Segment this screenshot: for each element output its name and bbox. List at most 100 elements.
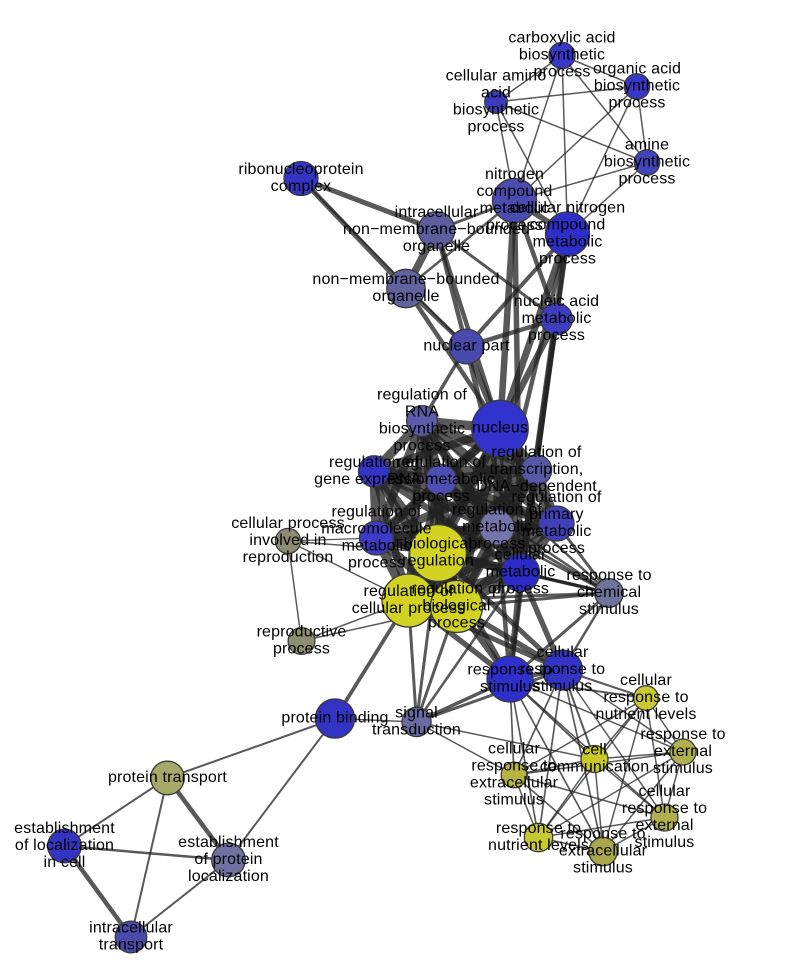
svg-text:amine: amine xyxy=(625,136,669,153)
svg-text:cellular: cellular xyxy=(495,546,547,563)
svg-text:process: process xyxy=(393,438,450,455)
svg-text:establishment: establishment xyxy=(178,834,279,851)
svg-text:nucleic acid: nucleic acid xyxy=(514,293,599,310)
svg-text:localization: localization xyxy=(188,868,269,885)
svg-text:regulation of: regulation of xyxy=(396,454,486,471)
svg-text:cellular process: cellular process xyxy=(231,515,345,532)
svg-text:cellular: cellular xyxy=(620,672,672,689)
svg-text:process: process xyxy=(528,327,585,344)
svg-text:process: process xyxy=(533,64,590,81)
svg-text:process: process xyxy=(412,488,469,505)
svg-text:regulation of: regulation of xyxy=(331,503,421,520)
svg-text:stimulus: stimulus xyxy=(579,601,639,618)
svg-text:cellular amino: cellular amino xyxy=(446,67,547,84)
svg-text:reproductive: reproductive xyxy=(257,624,347,641)
svg-text:response to: response to xyxy=(471,758,556,775)
svg-text:cellular: cellular xyxy=(537,644,589,661)
svg-text:regulation of: regulation of xyxy=(491,444,581,461)
svg-text:chemical: chemical xyxy=(577,584,641,601)
svg-text:cellular: cellular xyxy=(639,783,691,800)
svg-text:gene expression: gene expression xyxy=(314,471,434,488)
svg-text:compound: compound xyxy=(477,183,553,200)
svg-text:reproduction: reproduction xyxy=(243,549,334,566)
svg-text:regulation of: regulation of xyxy=(511,489,601,506)
svg-text:RNA: RNA xyxy=(405,403,439,420)
svg-text:intracellular: intracellular xyxy=(395,204,479,221)
svg-text:DNA−dependent: DNA−dependent xyxy=(476,478,597,495)
svg-text:organelle: organelle xyxy=(372,288,439,305)
svg-text:external: external xyxy=(654,743,712,760)
svg-text:response to: response to xyxy=(566,567,651,584)
svg-text:cellular process: cellular process xyxy=(352,600,466,617)
svg-text:primary: primary xyxy=(529,506,583,523)
svg-text:metabolic: metabolic xyxy=(533,234,603,251)
svg-text:regulation: regulation xyxy=(402,553,474,570)
svg-text:regulation of: regulation of xyxy=(452,501,542,518)
svg-text:metabolic: metabolic xyxy=(480,200,550,217)
svg-text:complex: complex xyxy=(271,178,332,195)
svg-text:RNA metabolic: RNA metabolic xyxy=(387,471,495,488)
svg-text:involved in: involved in xyxy=(249,532,326,549)
svg-text:regulation of: regulation of xyxy=(329,454,419,471)
svg-text:process: process xyxy=(539,251,596,268)
svg-text:acid: acid xyxy=(481,85,511,102)
svg-text:process: process xyxy=(468,536,525,553)
svg-text:biological: biological xyxy=(404,536,472,553)
svg-text:protein transport: protein transport xyxy=(108,769,227,786)
svg-text:organic acid: organic acid xyxy=(593,60,681,77)
svg-text:response to: response to xyxy=(603,689,688,706)
svg-text:stimulus: stimulus xyxy=(653,760,713,777)
svg-text:regulation of: regulation of xyxy=(377,386,467,403)
svg-text:response to: response to xyxy=(640,726,725,743)
svg-text:biosynthetic: biosynthetic xyxy=(379,421,465,438)
svg-text:protein binding: protein binding xyxy=(281,710,388,727)
svg-text:nucleus: nucleus xyxy=(472,420,528,437)
svg-text:biosynthetic: biosynthetic xyxy=(604,154,690,171)
svg-text:biological: biological xyxy=(422,598,490,615)
svg-text:transduction: transduction xyxy=(372,722,461,739)
svg-text:of localization: of localization xyxy=(15,837,114,854)
svg-text:process: process xyxy=(467,119,524,136)
svg-text:process: process xyxy=(428,615,485,632)
svg-text:non−membrane−bounded: non−membrane−bounded xyxy=(312,271,499,288)
svg-text:stimulus: stimulus xyxy=(635,834,695,851)
svg-text:response to: response to xyxy=(622,800,707,817)
svg-text:stimulus: stimulus xyxy=(573,860,633,877)
svg-text:extracellular: extracellular xyxy=(559,843,648,860)
svg-text:response to: response to xyxy=(496,820,581,837)
svg-text:response to: response to xyxy=(467,662,552,679)
svg-text:transport: transport xyxy=(99,937,164,954)
svg-text:stimulus: stimulus xyxy=(533,678,593,695)
svg-text:in cell: in cell xyxy=(44,854,86,871)
svg-text:process: process xyxy=(618,171,675,188)
svg-text:process: process xyxy=(273,641,330,658)
svg-text:ribonucleoprotein: ribonucleoprotein xyxy=(238,161,363,178)
svg-text:non−membrane−bounded: non−membrane−bounded xyxy=(343,221,530,238)
svg-text:cellular nitrogen: cellular nitrogen xyxy=(510,199,626,216)
svg-text:metabolic: metabolic xyxy=(342,538,412,555)
svg-text:metabolic: metabolic xyxy=(462,519,532,536)
svg-text:biosynthetic: biosynthetic xyxy=(519,47,605,64)
svg-text:process: process xyxy=(348,555,405,572)
svg-text:of protein: of protein xyxy=(194,851,262,868)
svg-text:cellular: cellular xyxy=(488,740,540,757)
svg-text:signal: signal xyxy=(395,705,438,722)
svg-text:process: process xyxy=(492,581,549,598)
svg-text:metabolic: metabolic xyxy=(486,564,556,581)
svg-text:process: process xyxy=(528,540,585,557)
svg-text:biosynthetic: biosynthetic xyxy=(594,78,680,95)
svg-text:organelle: organelle xyxy=(403,238,470,255)
svg-text:macromolecule: macromolecule xyxy=(321,521,431,538)
svg-text:biosynthetic: biosynthetic xyxy=(453,102,539,119)
svg-text:nuclear part: nuclear part xyxy=(423,338,510,355)
svg-text:transcription,: transcription, xyxy=(490,461,584,478)
svg-text:communication: communication xyxy=(540,759,650,776)
svg-text:stimulus: stimulus xyxy=(484,792,544,809)
svg-text:metabolic: metabolic xyxy=(522,523,592,540)
svg-text:carboxylic acid: carboxylic acid xyxy=(508,29,615,46)
svg-text:external: external xyxy=(635,817,693,834)
svg-text:process: process xyxy=(608,95,665,112)
svg-text:cell: cell xyxy=(582,742,607,759)
svg-text:compound: compound xyxy=(530,216,606,233)
svg-text:nutrient levels: nutrient levels xyxy=(488,837,589,854)
